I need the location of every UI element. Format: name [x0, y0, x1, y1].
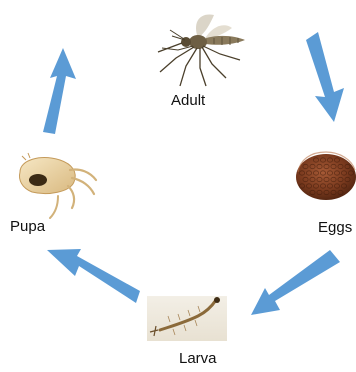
- mosquito-adult-icon: [158, 14, 245, 86]
- stage-label-pupa: Pupa: [10, 218, 45, 236]
- arrow-larva-to-pupa: [47, 249, 140, 303]
- larva-icon: [147, 296, 227, 341]
- stage-label-adult: Adult: [171, 92, 205, 110]
- stage-label-larva: Larva: [179, 350, 217, 368]
- arrow-eggs-to-larva: [251, 250, 340, 315]
- stage-label-eggs: Eggs: [318, 219, 352, 237]
- egg-raft-icon: [296, 152, 356, 200]
- arrow-pupa-to-adult: [43, 48, 76, 134]
- arrow-adult-to-eggs: [306, 32, 344, 122]
- pupa-icon: [20, 153, 97, 218]
